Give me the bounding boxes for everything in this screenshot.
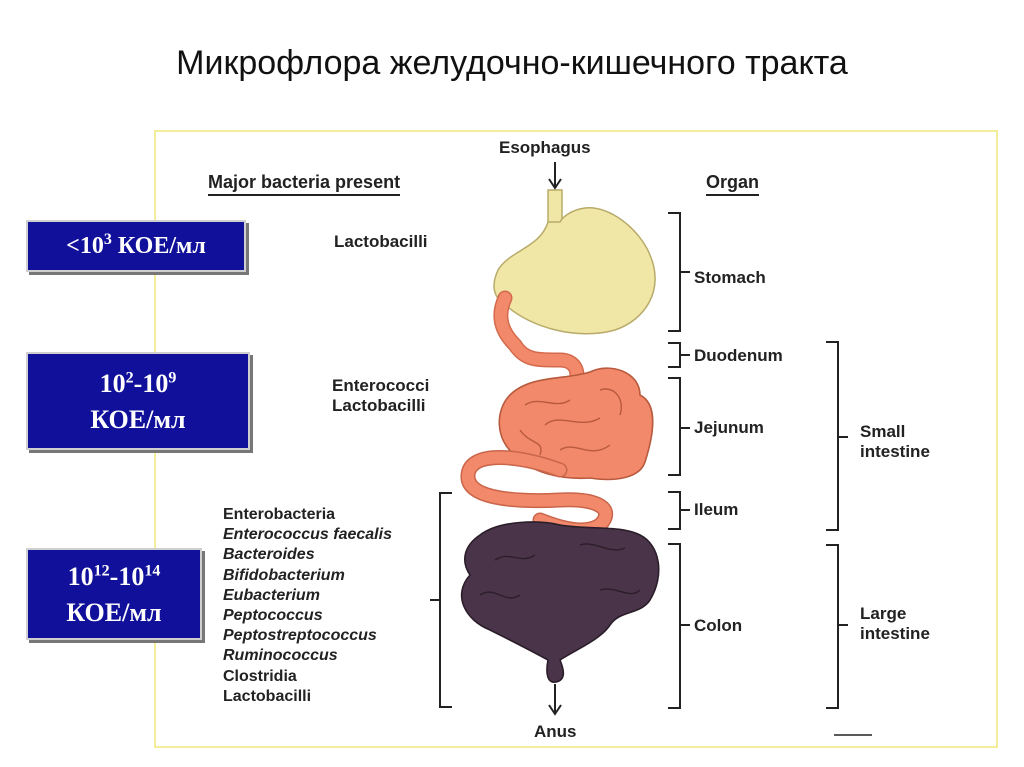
bracket-colon-bacteria bbox=[430, 492, 452, 708]
label-small-bacteria-2: Lactobacilli bbox=[332, 396, 426, 415]
label-small-intestine-2: intestine bbox=[860, 442, 930, 461]
label-stomach: Stomach bbox=[694, 268, 766, 287]
bacteria-item: Clostridia bbox=[223, 667, 297, 685]
bacteria-item: Bacteroides bbox=[223, 546, 315, 564]
label-duodenum: Duodenum bbox=[694, 346, 783, 365]
bracket-colon bbox=[668, 543, 690, 709]
label-anus: Anus bbox=[534, 722, 577, 741]
bracket-duodenum bbox=[668, 342, 690, 368]
label-esophagus: Esophagus bbox=[499, 138, 591, 157]
label-large-intestine-1: Large bbox=[860, 604, 907, 623]
colon-shape bbox=[460, 521, 660, 683]
esophagus-arrow bbox=[548, 162, 562, 190]
bracket-stomach bbox=[668, 212, 690, 332]
colon-bacteria-list: Enterobacteria Enterococcus faecalis Bac… bbox=[223, 505, 392, 707]
label-small-intestine-1: Small bbox=[860, 422, 906, 441]
bacteria-item: Ruminococcus bbox=[223, 647, 338, 665]
label-ileum: Ileum bbox=[694, 500, 739, 519]
bracket-jejunum bbox=[668, 377, 690, 476]
bracket-ileum bbox=[668, 491, 690, 530]
header-organ: Organ bbox=[706, 172, 760, 196]
bacteria-item: Eubacterium bbox=[223, 586, 320, 604]
bacteria-item: Lactobacilli bbox=[223, 687, 312, 705]
bacteria-item: Bifidobacterium bbox=[223, 566, 345, 584]
slide-title: Микрофлора желудочно-кишечного тракта bbox=[176, 44, 848, 82]
label-large-intestine-2: intestine bbox=[860, 624, 930, 643]
bracket-small-intestine bbox=[826, 341, 848, 531]
bracket-large-intestine bbox=[826, 544, 848, 709]
count-box-small-intestine: 102-109 КОЕ/мл bbox=[26, 352, 250, 450]
label-colon: Colon bbox=[694, 616, 743, 635]
bacteria-item: Enterobacteria bbox=[223, 506, 336, 523]
bacteria-item: Peptococcus bbox=[223, 607, 323, 625]
anus-arrow bbox=[548, 684, 562, 716]
header-bacteria: Major bacteria present bbox=[208, 172, 401, 196]
count-box-stomach: <103 КОЕ/мл bbox=[26, 220, 246, 272]
bacteria-item: Peptostreptococcus bbox=[223, 627, 377, 645]
stomach-shape bbox=[493, 207, 656, 335]
count-box-large-intestine: 1012-1014 КОЕ/мл bbox=[26, 548, 202, 640]
label-jejunum: Jejunum bbox=[694, 418, 764, 437]
label-small-bacteria-1: Enterococci bbox=[332, 376, 430, 395]
bacteria-item: Enterococcus faecalis bbox=[223, 526, 392, 544]
label-stomach-bacteria: Lactobacilli bbox=[334, 232, 428, 251]
